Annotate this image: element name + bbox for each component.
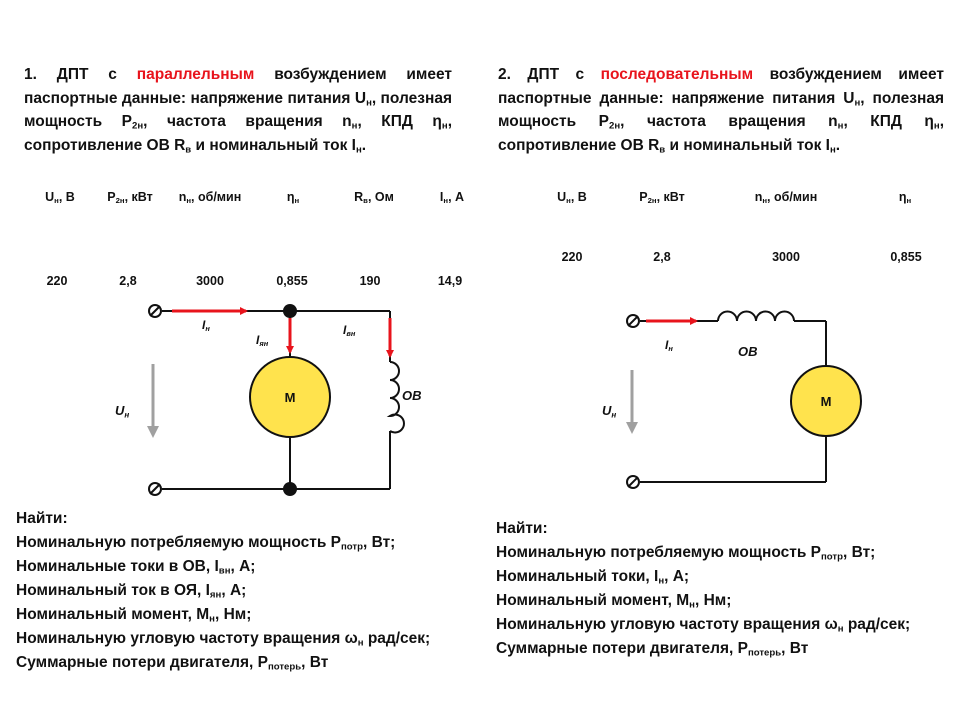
table2-value-nn: 3000 — [772, 250, 800, 264]
parallel-circuit-diagram — [147, 304, 405, 496]
label-voltage: Uн — [602, 403, 617, 420]
problem-1-statement: 1. ДПТ с параллельным возбуждением имеет… — [24, 66, 452, 156]
label-current-field: Iвн — [343, 323, 356, 339]
table1-header-in: Iн, А — [439, 190, 465, 206]
table1-value-rv: 190 — [359, 274, 381, 288]
parallel-highlight: параллельным — [136, 66, 255, 83]
table1-value-in: 14,9 — [437, 274, 463, 288]
label-voltage: Uн — [115, 403, 130, 420]
table2-value-p2n: 2,8 — [653, 250, 671, 264]
table1-header-nn: nн, об/мин — [178, 190, 242, 206]
label-motor: М — [284, 390, 296, 405]
find-title: Найти: — [16, 510, 68, 527]
table1-value-p2n: 2,8 — [119, 274, 137, 288]
find-item: Номинальную угловую частоту вращения ωн … — [496, 616, 911, 635]
motor-circle — [790, 365, 862, 437]
table1-value-nn: 3000 — [196, 274, 224, 288]
problem-2-statement: 2. ДПТ с последовательным возбуждением и… — [498, 66, 944, 156]
series-highlight: последовательным — [600, 66, 754, 83]
table1-header-eta: ηн — [286, 190, 300, 206]
find-item: Суммарные потери двигателя, Pпотерь, Вт — [16, 654, 329, 673]
terminal-top — [148, 304, 162, 318]
find-title: Найти: — [496, 520, 548, 537]
table1-value-un: 220 — [46, 274, 68, 288]
table2-value-un: 220 — [561, 250, 583, 264]
table2-header-un: Uн, В — [557, 190, 587, 206]
find-item: Номинальный момент, Mн, Нм; — [496, 592, 732, 611]
find-item: Номинальную потребляемую мощность Pпотр,… — [496, 544, 876, 563]
terminal-top — [626, 314, 640, 328]
field-winding-coil — [717, 310, 795, 322]
find-item: Номинальный токи, Iн, А; — [496, 568, 690, 587]
table2-header-nn: nн, об/мин — [754, 190, 818, 206]
problem-2-find: Найти: Номинальную потребляемую мощность… — [496, 517, 946, 661]
find-item: Номинальные токи в ОВ, Iвн, А; — [16, 558, 256, 577]
table1-header-p2n: P2н, кВт — [107, 190, 153, 206]
junction-bottom — [283, 482, 297, 496]
label-field-winding: ОВ — [738, 344, 758, 359]
find-item: Номинальную угловую частоту вращения ωн … — [16, 630, 431, 649]
terminal-bottom — [626, 475, 640, 489]
junction-top — [283, 304, 297, 318]
label-current-main: Iн — [665, 338, 673, 354]
table2-header-eta: ηн — [898, 190, 912, 206]
series-circuit-diagram — [626, 310, 862, 489]
motor-circle — [249, 356, 331, 438]
field-winding-coil — [386, 361, 405, 434]
terminal-bottom — [148, 482, 162, 496]
label-motor: М — [820, 394, 832, 409]
table2-header-p2n: P2н, кВт — [639, 190, 685, 206]
table1-value-eta: 0,855 — [276, 274, 308, 288]
table2-value-eta: 0,855 — [890, 250, 922, 264]
problem-1-find: Найти: Номинальную потребляемую мощность… — [16, 507, 476, 675]
table1-header-un: Uн, В — [45, 190, 75, 206]
label-current-main: Iн — [202, 318, 210, 334]
find-item: Номинальный момент, Mн, Нм; — [16, 606, 252, 625]
label-field-winding: ОВ — [402, 388, 422, 403]
table1-header-rv: Rв, Ом — [354, 190, 394, 206]
find-item: Номинальный ток в ОЯ, Iян, А; — [16, 582, 247, 601]
label-current-armature: Iян — [256, 333, 269, 349]
find-item: Суммарные потери двигателя, Pпотерь, Вт — [496, 640, 809, 659]
find-item: Номинальную потребляемую мощность Pпотр,… — [16, 534, 396, 553]
